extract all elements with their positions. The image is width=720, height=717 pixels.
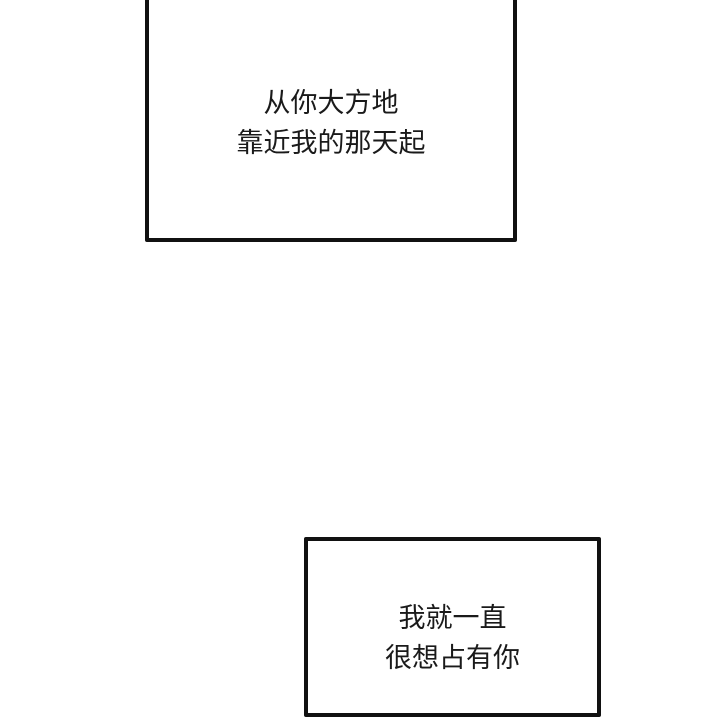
caption-box-2: 我就一直 很想占有你 (304, 537, 601, 717)
caption-line: 靠近我的那天起 (236, 128, 426, 159)
caption-text-2: 我就一直 很想占有你 (308, 599, 597, 679)
caption-box-1: 从你大方地 靠近我的那天起 (145, 0, 517, 242)
caption-line: 我就一直 (398, 603, 507, 634)
caption-line: 从你大方地 (263, 88, 399, 119)
caption-line: 很想占有你 (385, 643, 520, 674)
caption-text-1: 从你大方地 靠近我的那天起 (149, 84, 513, 164)
